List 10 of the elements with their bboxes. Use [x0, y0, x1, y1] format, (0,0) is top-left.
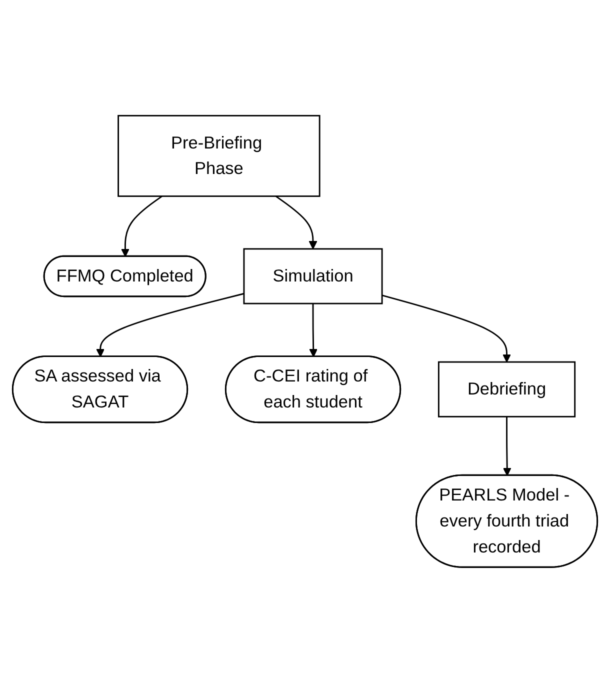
flowchart-drawing: Pre-Briefing Phase FFMQ Completed Simulation SA assessed via SAGAT C-CEI rating of each student Debriefing PEARLS Model - every fourth triad recorded — [5, 108, 605, 574]
arrow — [121, 195, 162, 257]
arrow — [96, 292, 244, 357]
node-box — [118, 114, 320, 196]
arrow — [502, 416, 512, 476]
node-box — [438, 360, 576, 417]
arrow — [275, 195, 318, 249]
arrow — [382, 294, 511, 362]
node-box — [243, 248, 383, 304]
arrow — [309, 303, 318, 357]
